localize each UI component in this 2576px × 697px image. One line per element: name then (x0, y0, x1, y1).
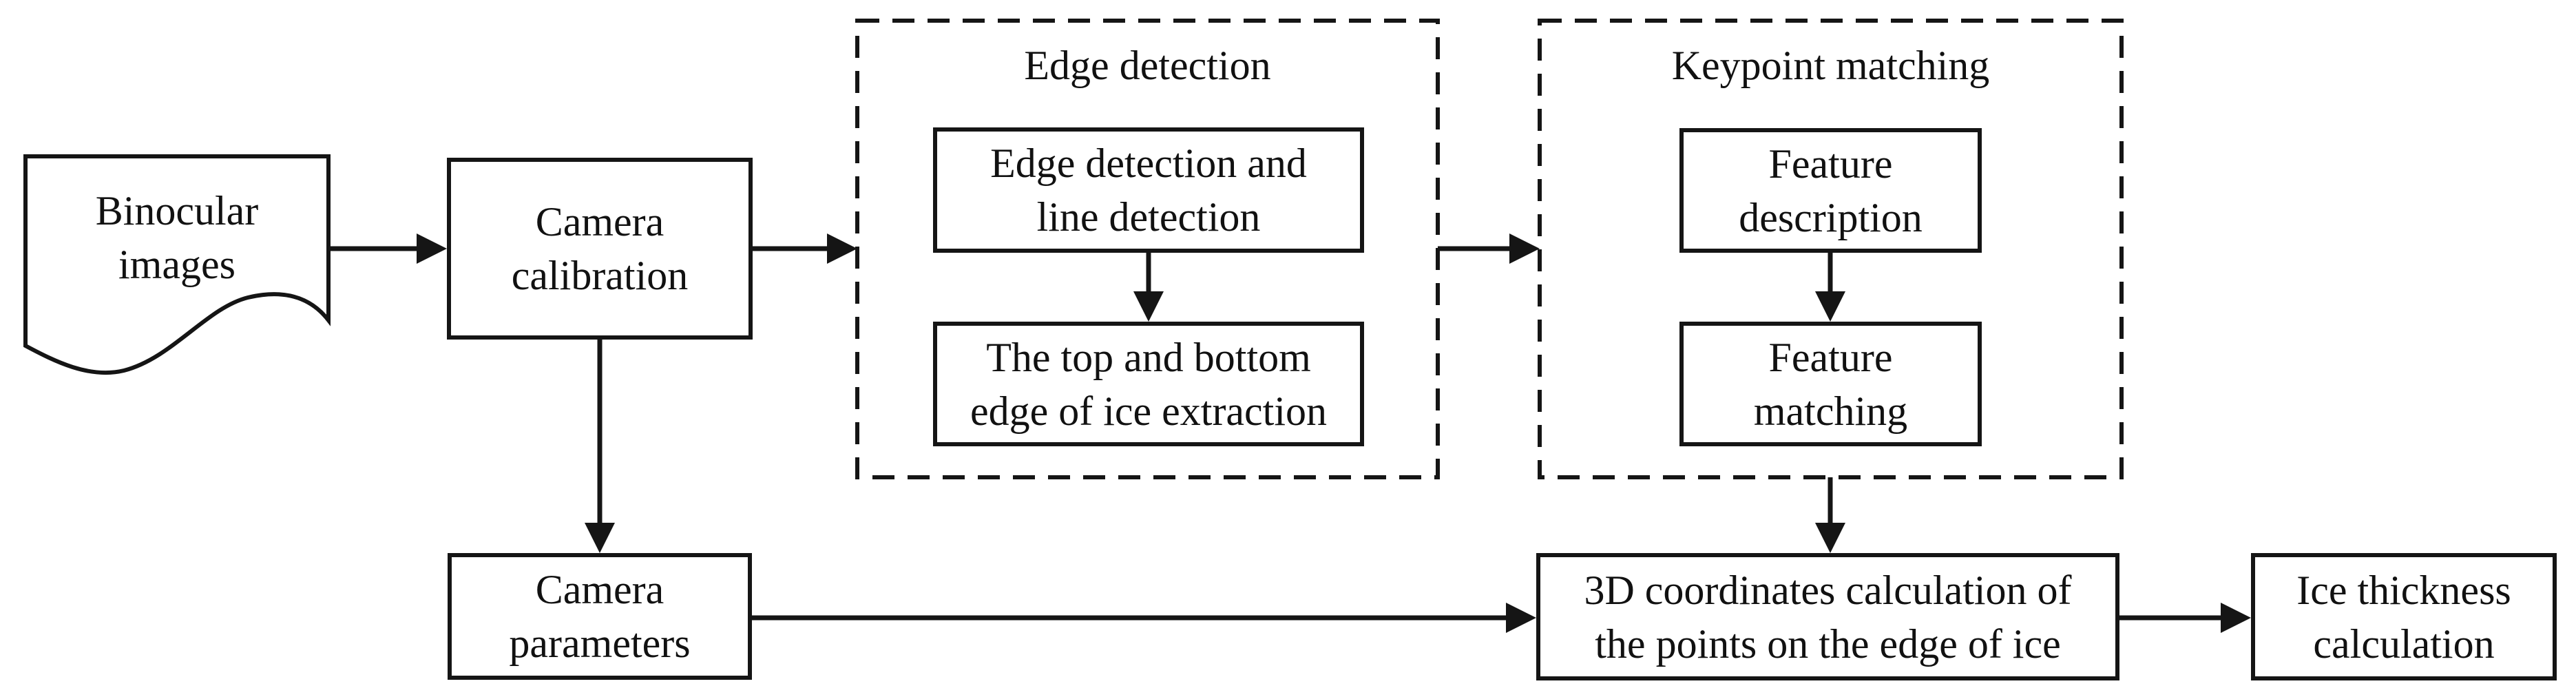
node-ice-edge-extraction: The top and bottom edge of ice extractio… (933, 322, 1364, 446)
keypoint-matching-group-border (1538, 19, 2124, 479)
arrow-coordinates-to-thickness (2119, 603, 2251, 633)
arrow-line-detection-to-extraction (1133, 253, 1164, 322)
arrow-calibration-to-edge-group (753, 233, 857, 264)
node-binocular-images: Binocular images (25, 163, 328, 311)
node-3d-coordinates-calculation: 3D coordinates calculation of the points… (1536, 553, 2119, 680)
node-camera-calibration-line1: Camera (535, 199, 664, 245)
node-ice-thickness-calculation-line1: Ice thickness (2296, 567, 2511, 613)
group-title-edge-detection: Edge detection (1024, 43, 1271, 88)
node-feature-matching: Feature matching (1679, 322, 1982, 446)
node-3d-coordinates-calculation-line2: the points on the edge of ice (1595, 621, 2061, 667)
node-feature-description: Feature description (1679, 128, 1982, 253)
node-camera-parameters-line2: parameters (509, 621, 691, 666)
arrow-parameters-to-coordinates (752, 603, 1536, 633)
node-edge-and-line-detection: Edge detection and line detection (933, 127, 1364, 253)
arrow-edge-group-to-keypoint-group (1438, 233, 1540, 264)
node-3d-coordinates-calculation-line1: 3D coordinates calculation of (1584, 567, 2072, 613)
node-feature-description-line2: description (1739, 194, 1923, 240)
binocular-images-document-shape (23, 154, 331, 375)
node-camera-calibration-line2: calibration (511, 253, 689, 298)
node-camera-calibration: Camera calibration (447, 158, 753, 340)
arrow-calibration-to-parameters (585, 340, 615, 553)
node-binocular-images-line2: images (118, 241, 235, 287)
node-camera-parameters-line1: Camera (535, 567, 664, 612)
group-title-keypoint-matching: Keypoint matching (1671, 43, 1990, 88)
node-feature-matching-line1: Feature (1768, 334, 1893, 380)
node-binocular-images-line1: Binocular (95, 187, 259, 233)
arrow-description-to-matching (1815, 253, 1845, 322)
arrow-binocular-to-calibration (328, 233, 447, 264)
node-ice-edge-extraction-line1: The top and bottom (986, 334, 1311, 380)
arrow-keypoint-group-to-coordinates (1815, 477, 1845, 553)
node-ice-thickness-calculation: Ice thickness calculation (2251, 553, 2557, 680)
node-edge-and-line-detection-line1: Edge detection and (990, 141, 1307, 186)
node-ice-thickness-calculation-line2: calculation (2313, 621, 2495, 667)
node-feature-description-line1: Feature (1768, 141, 1893, 187)
node-camera-parameters: Camera parameters (448, 553, 752, 680)
node-feature-matching-line2: matching (1753, 388, 1908, 434)
node-ice-edge-extraction-line2: edge of ice extraction (970, 388, 1328, 434)
node-edge-and-line-detection-line2: line detection (1036, 194, 1261, 240)
